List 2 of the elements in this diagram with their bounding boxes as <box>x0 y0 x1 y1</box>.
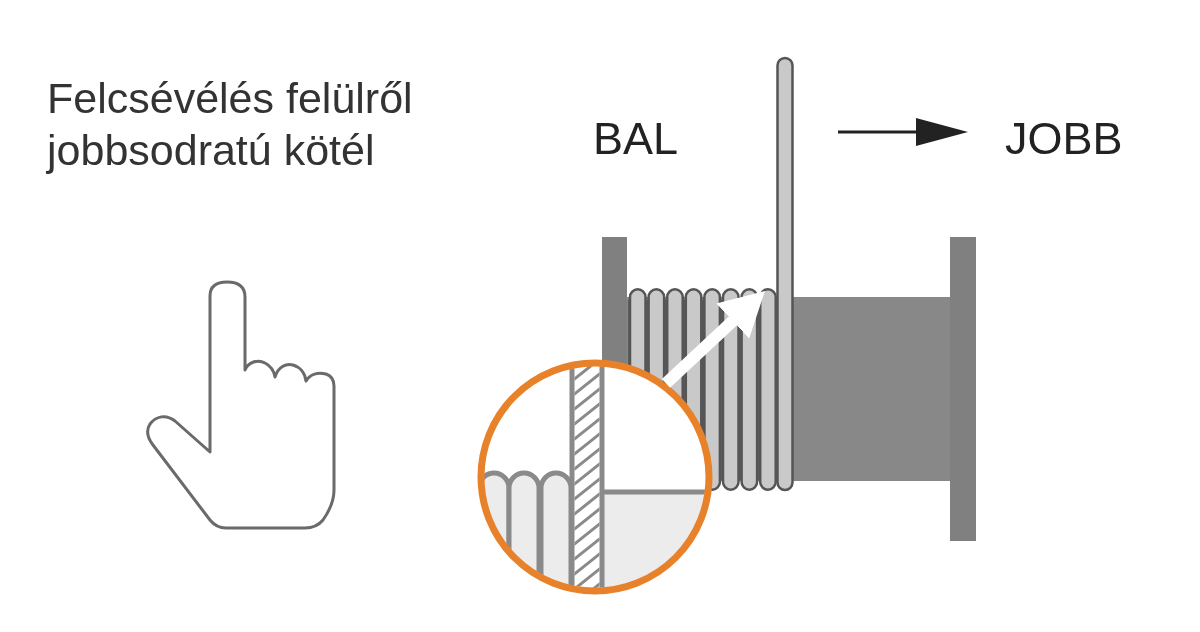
side-label: JOBB <box>1005 116 1123 161</box>
title: Felcsévélés felülről jobbsodratú kötél <box>47 73 414 176</box>
